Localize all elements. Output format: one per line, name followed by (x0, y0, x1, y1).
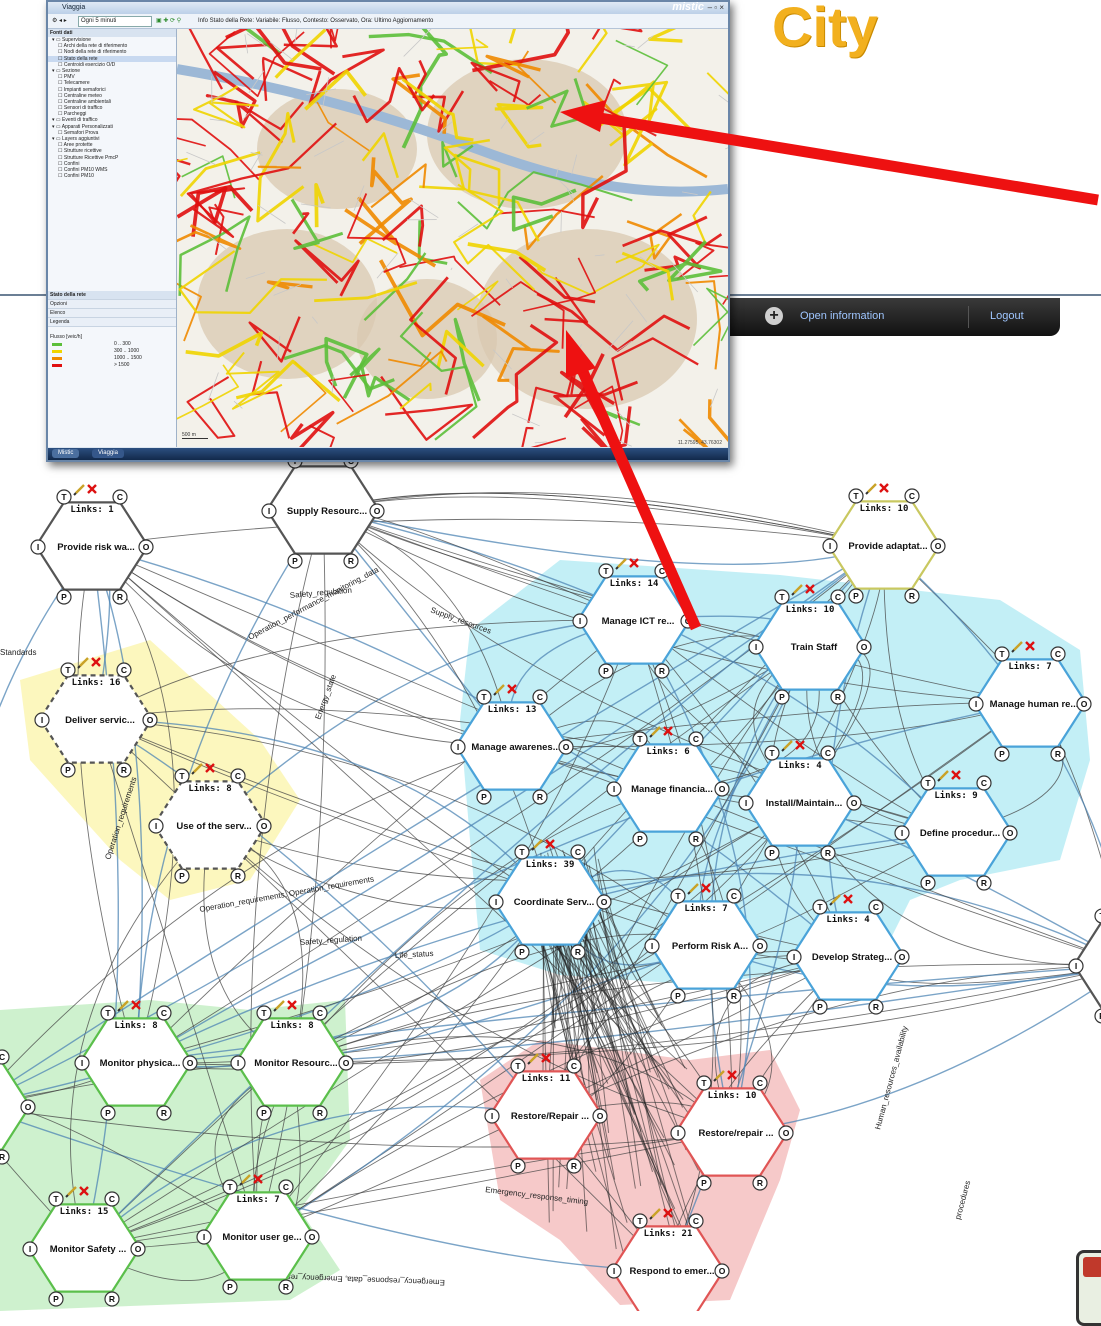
arrowhead-top-icon (560, 100, 606, 132)
annotation-arrow-top (600, 118, 1098, 200)
annotation-arrow-diagonal (580, 365, 696, 628)
arrowhead-diagonal-icon (566, 330, 596, 378)
corner-red-icon (1083, 1257, 1101, 1277)
corner-widget (1076, 1250, 1101, 1326)
